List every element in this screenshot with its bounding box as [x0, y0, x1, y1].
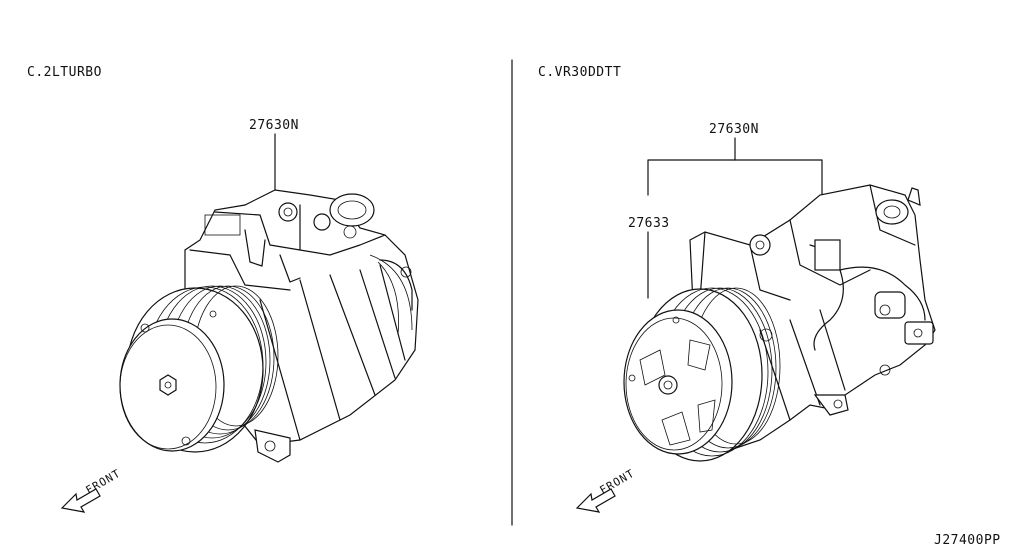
right-subpart-label: 27633 [628, 216, 670, 231]
right-bracket-line [647, 159, 823, 196]
right-front-arrow-icon [575, 488, 616, 513]
diagram-code: J27400PP [934, 533, 1001, 548]
left-compressor-illustration [119, 133, 419, 463]
left-variant-label: C.2LTURBO [27, 65, 102, 80]
left-front-arrow-icon [60, 488, 101, 513]
right-variant-label: C.VR30DDTT [538, 65, 622, 80]
left-part-label: 27630N [249, 118, 299, 133]
right-compressor-illustration [623, 137, 936, 462]
right-part-label: 27630N [709, 122, 759, 137]
